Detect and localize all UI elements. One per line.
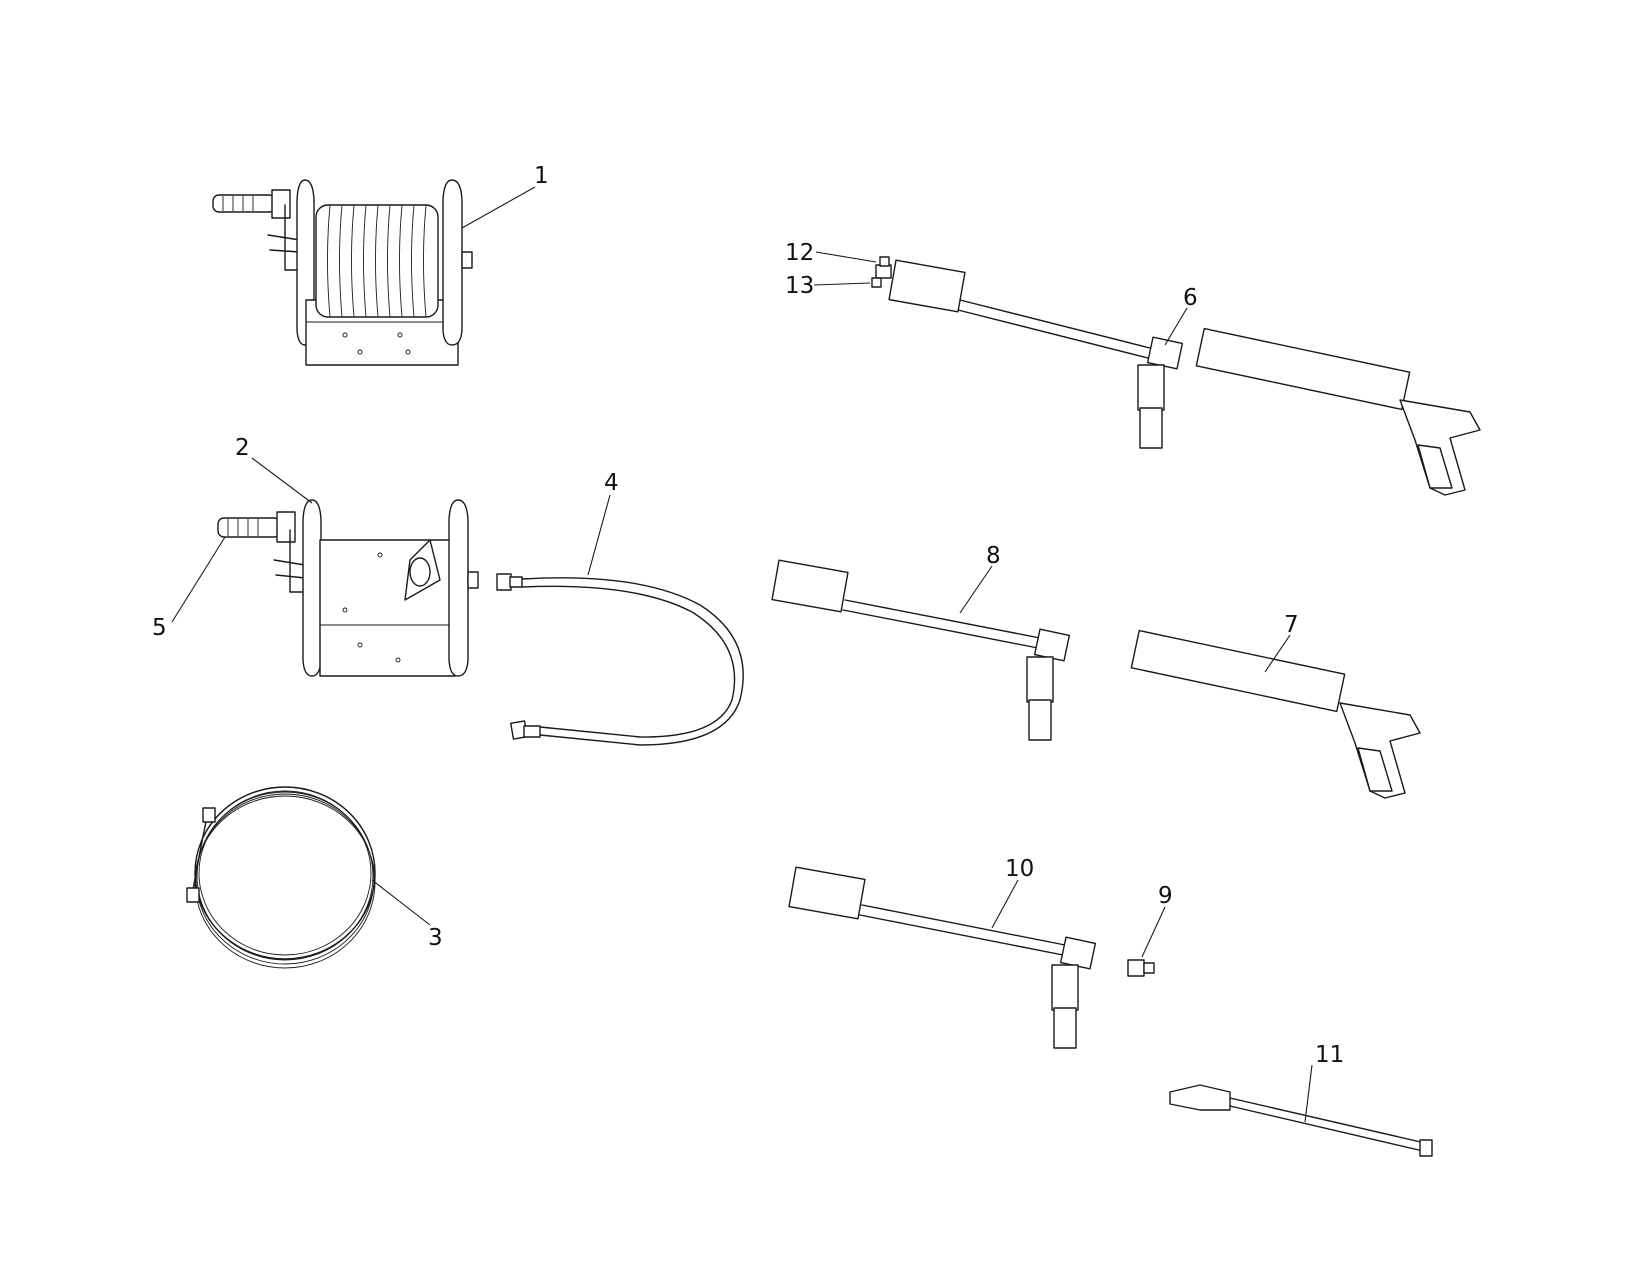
leader-9 [1141, 906, 1166, 958]
part-3-coiled-hose [186, 786, 376, 969]
leader-12 [815, 251, 877, 263]
callout-1: 1 [534, 163, 549, 189]
callout-12: 12 [785, 240, 814, 266]
leader-8 [959, 565, 993, 614]
part-1-hose-reel-with-hose [212, 179, 473, 366]
leader-1 [461, 186, 536, 229]
callout-4: 4 [604, 470, 619, 496]
leader-7 [1264, 634, 1291, 673]
leader-2 [251, 457, 313, 504]
part-13-nozzle [871, 277, 882, 288]
callout-8: 8 [986, 543, 1001, 569]
part-12-nozzle [879, 256, 890, 267]
leader-3 [371, 879, 431, 926]
part-7-spray-gun-with-grip [1130, 629, 1421, 799]
leader-10 [991, 879, 1019, 929]
part-10-extension-wand [788, 866, 1097, 1049]
callout-11: 11 [1315, 1042, 1344, 1068]
callout-10: 10 [1005, 856, 1034, 882]
part-9-fitting [1127, 959, 1155, 977]
callout-6: 6 [1183, 285, 1198, 311]
callout-7: 7 [1284, 612, 1299, 638]
part-4-hose-assembly [496, 573, 744, 746]
callout-2: 2 [235, 435, 250, 461]
part-8-extension-wand [771, 559, 1071, 741]
leader-lines [171, 186, 1313, 1123]
part-11-lance [1169, 1084, 1433, 1157]
callout-9: 9 [1158, 883, 1173, 909]
part-2-hose-reel [217, 499, 479, 677]
callout-labels: 1 2 3 4 5 6 7 8 9 10 11 12 13 [152, 163, 1344, 1068]
callout-5: 5 [152, 615, 167, 641]
leader-5 [171, 536, 226, 623]
callout-3: 3 [428, 925, 443, 951]
callout-13: 13 [785, 273, 814, 299]
leader-6 [1164, 307, 1188, 346]
leader-11 [1304, 1064, 1313, 1123]
leader-4 [587, 494, 611, 576]
part-6-spray-gun-with-wand [875, 259, 1481, 496]
leader-13 [813, 282, 871, 286]
